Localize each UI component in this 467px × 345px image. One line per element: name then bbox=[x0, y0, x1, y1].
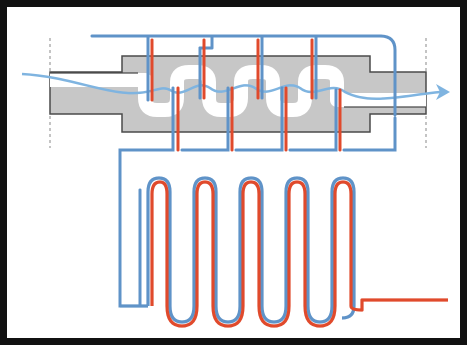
top-cold-tube bbox=[90, 34, 397, 117]
bottom-hot-rises bbox=[176, 86, 342, 152]
arrow-right-icon bbox=[436, 84, 450, 100]
top-cold-drops bbox=[146, 38, 318, 102]
bottom-cold-rises bbox=[118, 86, 397, 308]
coil-hot-tube bbox=[150, 180, 448, 328]
exchanger-housing bbox=[49, 55, 427, 133]
coil-cold-tube bbox=[146, 176, 356, 324]
top-hot-tubes bbox=[150, 38, 314, 102]
